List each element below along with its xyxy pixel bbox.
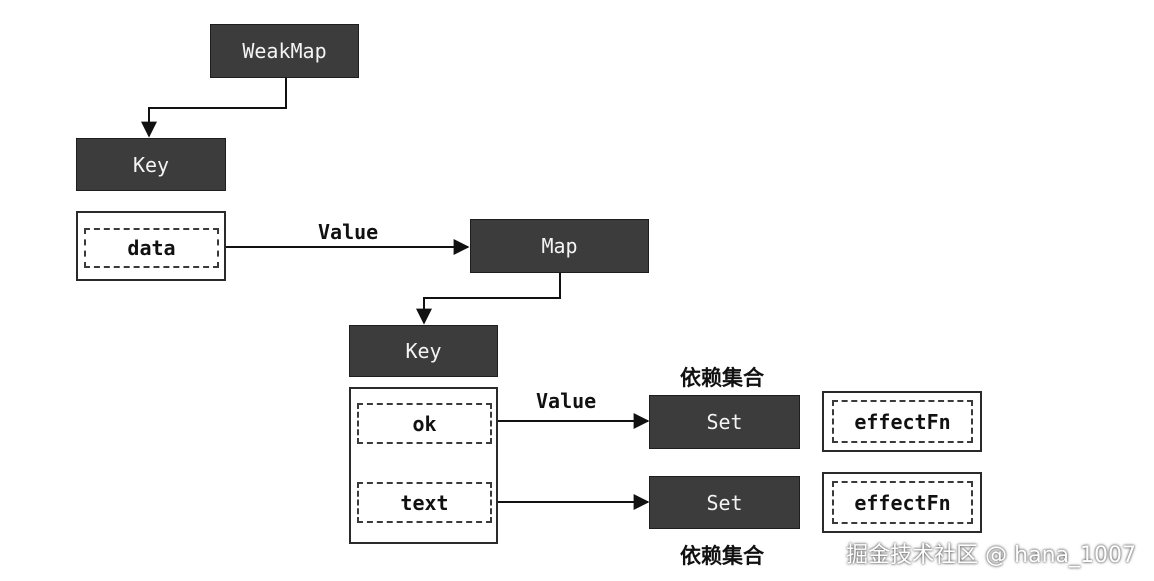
dep-set-caption-bottom: 依赖集合 [680, 544, 764, 568]
key-item-data: data [84, 228, 219, 268]
key-label-level1: Key [132, 152, 170, 177]
key-item-text: text [357, 482, 492, 523]
key-item-ok: ok [357, 403, 492, 444]
map-label: Map [541, 234, 578, 258]
watermark: 掘金技术社区 @ hana_1007 [846, 543, 1136, 568]
map-node: Map [470, 219, 649, 273]
key-node-level2: Key [349, 325, 498, 377]
set-label-text: Set [706, 490, 743, 515]
effect-item-ok: effectFn [832, 400, 973, 443]
key-item-data-label: data [127, 236, 176, 260]
weakmap-label: WeakMap [242, 39, 327, 63]
set-label-ok: Set [706, 410, 743, 434]
key-container-level1 [76, 211, 226, 281]
value-label-level1: Value [318, 220, 379, 244]
weakmap-node: WeakMap [210, 24, 359, 78]
key-item-text-label: text [400, 490, 449, 515]
key-label-level2: Key [405, 339, 442, 363]
weakmap-to-key-arrow [141, 78, 287, 138]
key-container-level2 [349, 387, 498, 544]
key-node-level1: Key [76, 138, 226, 191]
value-label-level2: Value [536, 389, 597, 413]
set-node-ok: Set [649, 395, 800, 449]
dep-set-caption-top: 依赖集合 [680, 366, 764, 390]
effect-label-ok: effectFn [854, 409, 951, 434]
effect-item-text: effectFn [832, 481, 973, 524]
map-to-key-arrow [416, 273, 561, 325]
effect-label-text: effectFn [854, 490, 951, 515]
set-node-text: Set [649, 476, 800, 529]
key-item-ok-label: ok [412, 411, 437, 436]
